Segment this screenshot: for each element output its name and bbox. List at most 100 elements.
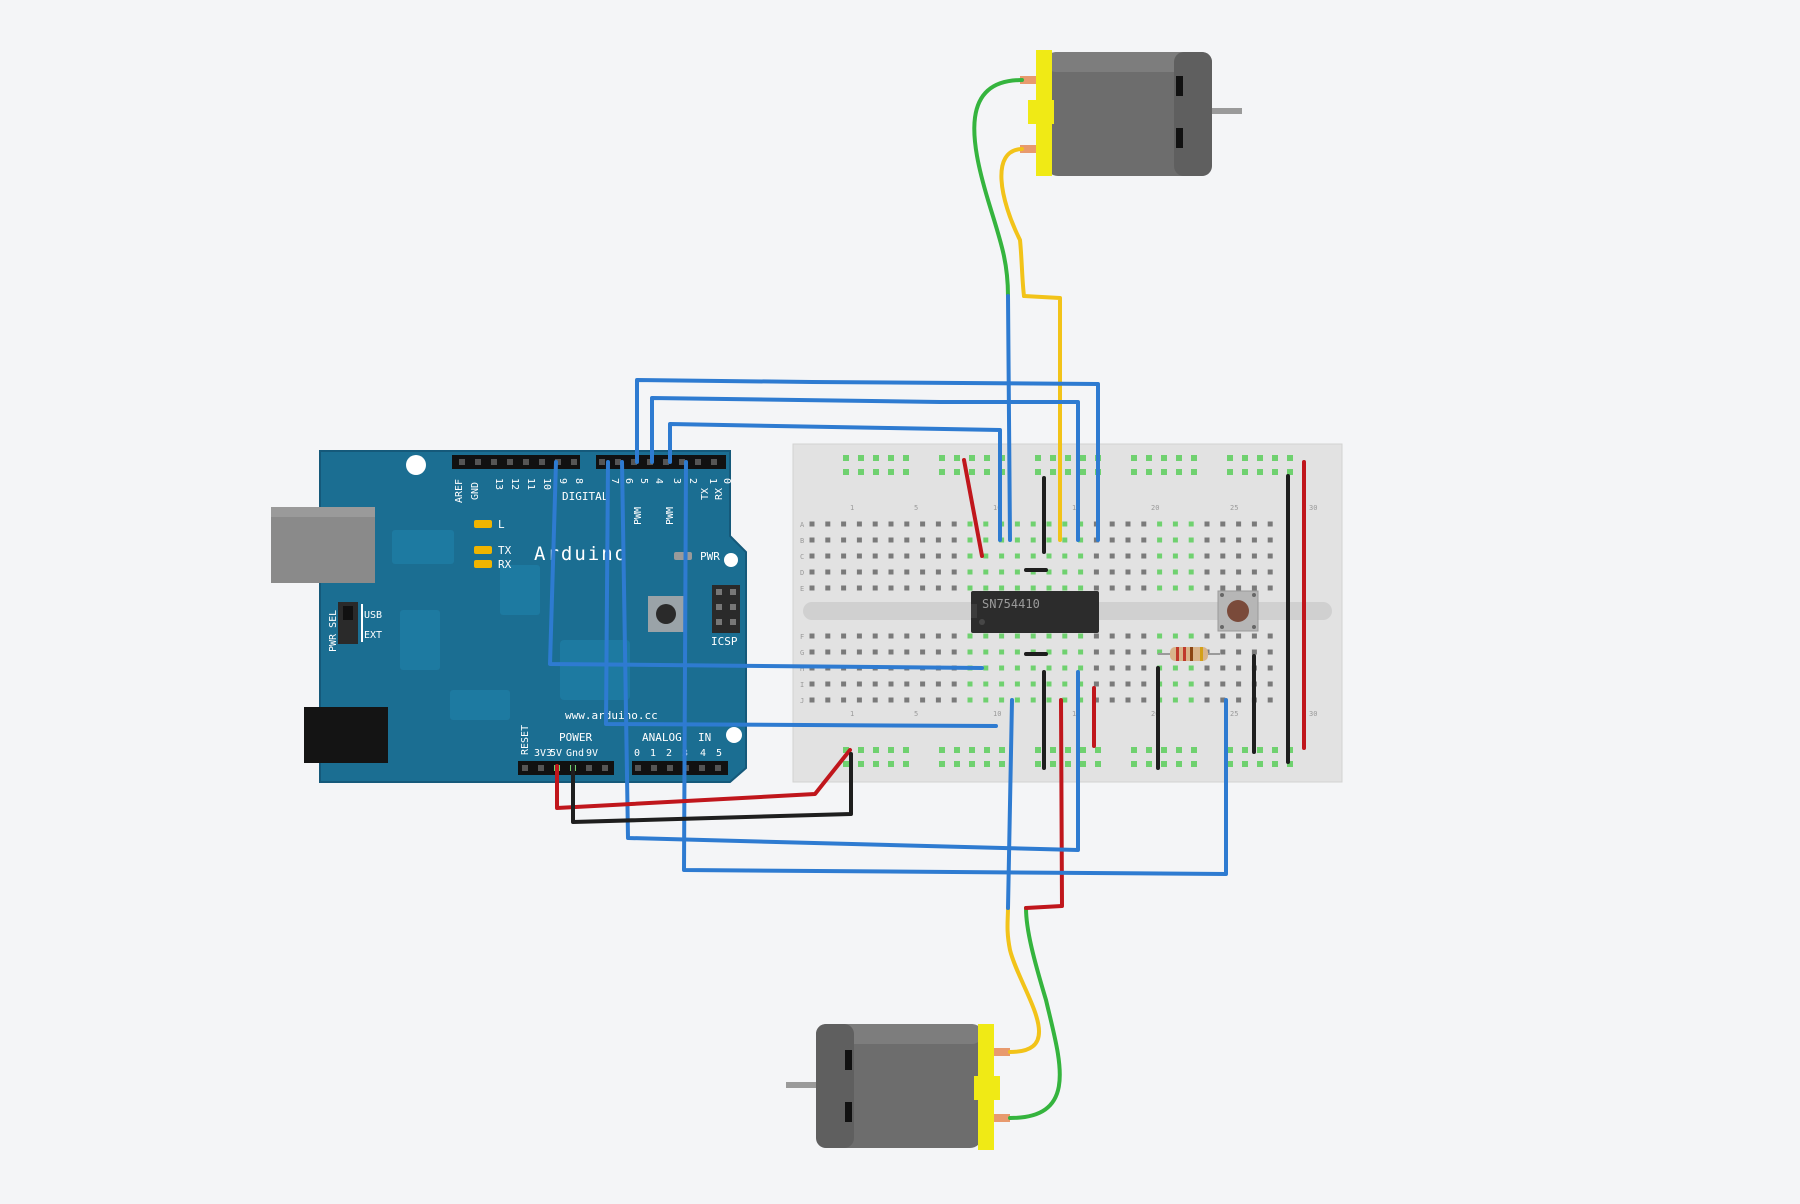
breadboard-hole	[1236, 649, 1242, 655]
breadboard-hole	[1204, 633, 1210, 639]
power-select-jumper[interactable]	[338, 602, 363, 644]
digital-pin-label: 5	[638, 478, 649, 484]
label-usb: USB	[364, 610, 382, 621]
breadboard-hole	[1030, 553, 1036, 559]
column-number: 1	[850, 710, 854, 718]
breadboard-hole	[1078, 569, 1084, 575]
h-bridge-chip: SN754410	[971, 591, 1099, 633]
header-pin	[631, 459, 637, 465]
breadboard-hole	[1188, 665, 1194, 671]
push-button[interactable]	[1217, 590, 1259, 632]
analog-pin-label: 0	[634, 748, 640, 759]
breadboard-hole	[1078, 633, 1084, 639]
breadboard-hole	[888, 521, 894, 527]
led-tx	[474, 546, 492, 554]
breadboard-hole	[1188, 537, 1194, 543]
power-rail-hole	[1257, 747, 1263, 753]
breadboard-hole	[1014, 585, 1020, 591]
power-rail-hole	[873, 469, 879, 475]
breadboard-hole	[920, 697, 926, 703]
breadboard-hole	[1267, 665, 1273, 671]
breadboard-hole	[920, 569, 926, 575]
breadboard-hole	[1141, 697, 1147, 703]
breadboard-hole	[1093, 553, 1099, 559]
power-rail-hole	[1272, 455, 1278, 461]
breadboard-hole	[920, 681, 926, 687]
breadboard-hole	[967, 585, 973, 591]
breadboard-hole	[1030, 697, 1036, 703]
breadboard-hole	[1236, 633, 1242, 639]
breadboard-hole	[1109, 665, 1115, 671]
power-rail-hole	[1131, 747, 1137, 753]
breadboard-hole	[983, 649, 989, 655]
breadboard-hole	[951, 633, 957, 639]
power-rail-hole	[1176, 455, 1182, 461]
breadboard-hole	[856, 585, 862, 591]
column-number: 5	[914, 504, 918, 512]
power-pin-label: 5V	[550, 748, 562, 759]
power-rail-hole	[1146, 747, 1152, 753]
breadboard-hole	[904, 633, 910, 639]
digital-pin-label: 8	[573, 478, 584, 484]
label-tx: TX	[700, 488, 711, 500]
breadboard-hole	[1251, 633, 1257, 639]
breadboard-hole	[1062, 649, 1068, 655]
header-pin	[663, 459, 669, 465]
breadboard-hole	[1078, 665, 1084, 671]
breadboard-hole	[1141, 665, 1147, 671]
power-rail-hole	[1080, 747, 1086, 753]
breadboard-hole	[825, 553, 831, 559]
breadboard-hole	[1046, 697, 1052, 703]
led-pwr	[674, 552, 692, 560]
breadboard-hole	[1236, 665, 1242, 671]
breadboard-hole	[841, 569, 847, 575]
power-rail-hole	[1065, 469, 1071, 475]
breadboard-hole	[1188, 521, 1194, 527]
wire-blue-pin-2	[682, 460, 1228, 876]
breadboard-hole	[935, 681, 941, 687]
breadboard-hole	[1093, 633, 1099, 639]
breadboard-hole	[1172, 585, 1178, 591]
power-rail-hole	[1080, 761, 1086, 767]
breadboard-hole	[809, 585, 815, 591]
breadboard-hole	[1157, 521, 1163, 527]
header-power	[518, 761, 614, 775]
analog-pin-label: 4	[700, 748, 706, 759]
reset-button-cap[interactable]	[656, 604, 676, 624]
breadboard-hole	[967, 553, 973, 559]
header-pin	[695, 459, 701, 465]
breadboard-hole	[1204, 697, 1210, 703]
power-rail-hole	[843, 469, 849, 475]
power-rail-hole	[1242, 455, 1248, 461]
breadboard-hole	[888, 553, 894, 559]
breadboard-hole	[809, 633, 815, 639]
breadboard-hole	[872, 649, 878, 655]
label-led-l: L	[498, 518, 505, 531]
breadboard-hole	[1220, 665, 1226, 671]
power-rail-hole	[1257, 469, 1263, 475]
breadboard-hole	[904, 521, 910, 527]
label-digital: DIGITAL	[562, 490, 609, 503]
breadboard-hole	[1062, 521, 1068, 527]
breadboard-hole	[1157, 633, 1163, 639]
arduino-logo: Arduino	[534, 543, 628, 565]
row-letter: D	[800, 569, 804, 577]
breadboard-hole	[1062, 553, 1068, 559]
icsp-header	[712, 585, 740, 633]
column-number: 30	[1309, 710, 1317, 718]
breadboard-hole	[1014, 521, 1020, 527]
power-rail-hole	[1035, 455, 1041, 461]
breadboard-hole	[1220, 521, 1226, 527]
power-rail-hole	[1161, 469, 1167, 475]
label-gnd: GND	[470, 482, 481, 500]
breadboard-hole	[1125, 633, 1131, 639]
breadboard-hole	[999, 697, 1005, 703]
power-rail-hole	[954, 469, 960, 475]
breadboard-hole	[1157, 585, 1163, 591]
breadboard-hole	[1204, 521, 1210, 527]
header-pin	[679, 459, 685, 465]
breadboard-hole	[1109, 569, 1115, 575]
breadboard-hole	[1093, 569, 1099, 575]
breadboard-hole	[999, 633, 1005, 639]
